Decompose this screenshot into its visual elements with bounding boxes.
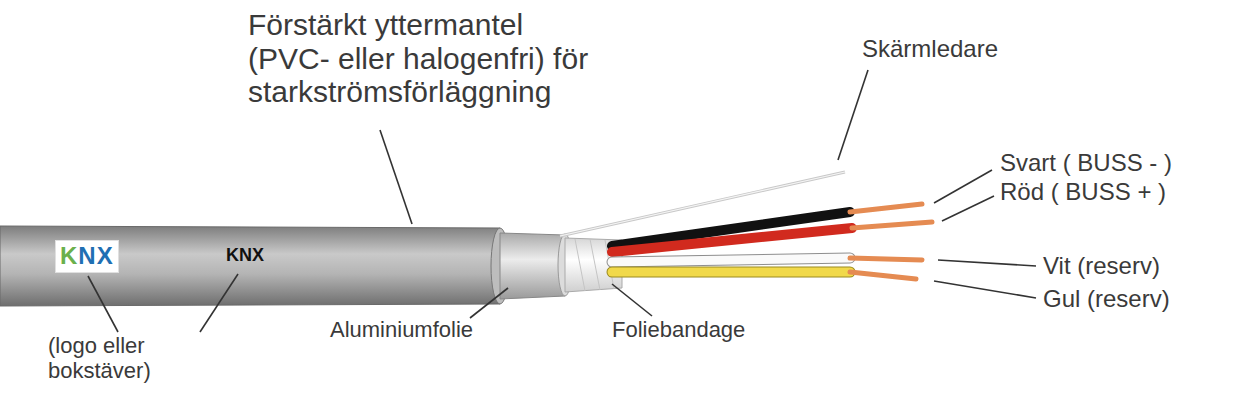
leader-lines — [88, 70, 1036, 332]
jacket-label: Förstärkt yttermantel (PVC- eller haloge… — [248, 8, 610, 109]
black-conductor — [850, 204, 922, 212]
knx-logo: KNX — [55, 240, 119, 273]
yellow-wire — [612, 268, 850, 277]
yellow-conductor — [850, 272, 916, 279]
knx-print: KNX — [226, 245, 264, 265]
part-label: Aluminiumfolie — [330, 318, 473, 343]
drain-wire — [560, 172, 845, 236]
red-conductor — [852, 222, 932, 228]
marking-note: (logo eller bokstäver) — [48, 334, 188, 383]
wire-label: Vit (reserv) — [1043, 253, 1160, 280]
outer-jacket — [0, 226, 500, 306]
white-conductor — [850, 258, 922, 260]
drain-wire-highlight — [560, 172, 845, 236]
drain-wire-label: Skärmledare — [862, 36, 998, 63]
aluminium-foil — [500, 233, 565, 299]
white-wire — [612, 258, 850, 262]
wire-label: Gul (reserv) — [1043, 286, 1170, 313]
yellow-wire-edge — [612, 267, 850, 278]
wire-label: Röd ( BUSS + ) — [1000, 179, 1166, 206]
part-label: Foliebandage — [612, 318, 745, 343]
white-wire-edge — [612, 258, 850, 262]
red-wire — [612, 228, 852, 252]
wire-label: Svart ( BUSS - ) — [1000, 150, 1172, 177]
